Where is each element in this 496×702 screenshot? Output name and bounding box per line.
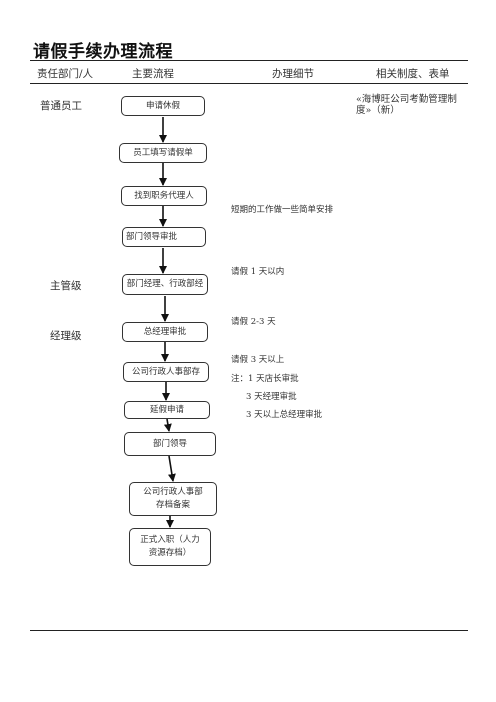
detail-over-three: 请假 3 天以上 — [231, 355, 285, 365]
header-department: 责任部门/人 — [37, 68, 94, 80]
step-dept-leader-approval: 部门领导审批 — [122, 227, 206, 247]
step-hr-file: 公司行政人事部存 — [123, 362, 209, 382]
header-policies: 相关制度、表单 — [376, 68, 450, 80]
header-details: 办理细节 — [272, 68, 314, 80]
step-find-deputy: 找到职务代理人 — [121, 186, 207, 206]
header-bottom-rule — [30, 83, 468, 84]
arrow-8 — [163, 418, 172, 432]
detail-note-3: 3 天以上总经理审批 — [246, 410, 323, 420]
dept-manager: 经理级 — [50, 330, 82, 342]
policy-reference: «海博旺公司考勤管理制度»（新） — [356, 94, 457, 116]
step-fill-form: 员工填写请假单 — [119, 143, 207, 163]
step-apply-leave: 申请休假 — [121, 96, 205, 116]
step-gm-approval: 总经理审批 — [122, 322, 208, 342]
dept-staff: 普通员工 — [40, 100, 82, 112]
step-formal-onboard: 正式入职（人力资源存档） — [129, 528, 211, 566]
page-title: 请假手续办理流程 — [33, 42, 173, 62]
detail-handover: 短期的工作做一些简单安排 — [231, 205, 334, 215]
header-top-rule — [30, 60, 468, 61]
step-dept-leader: 部门领导 — [124, 432, 216, 456]
step-dept-manager-admin: 部门经理、行政部经 — [122, 274, 208, 295]
header-process: 主要流程 — [132, 68, 174, 80]
footer-rule — [30, 630, 468, 631]
step-hr-archive: 公司行政人事部存档备案 — [129, 482, 217, 516]
dept-supervisor: 主管级 — [50, 280, 82, 292]
detail-note-1: 注：1 天店长审批 — [231, 374, 299, 384]
detail-two-three-days: 请假 2-3 天 — [231, 317, 276, 327]
detail-one-day: 请假 1 天以内 — [231, 267, 285, 277]
step-extension-request: 延假申请 — [124, 401, 210, 419]
arrow-9 — [167, 455, 176, 482]
detail-note-2: 3 天经理审批 — [246, 392, 297, 402]
